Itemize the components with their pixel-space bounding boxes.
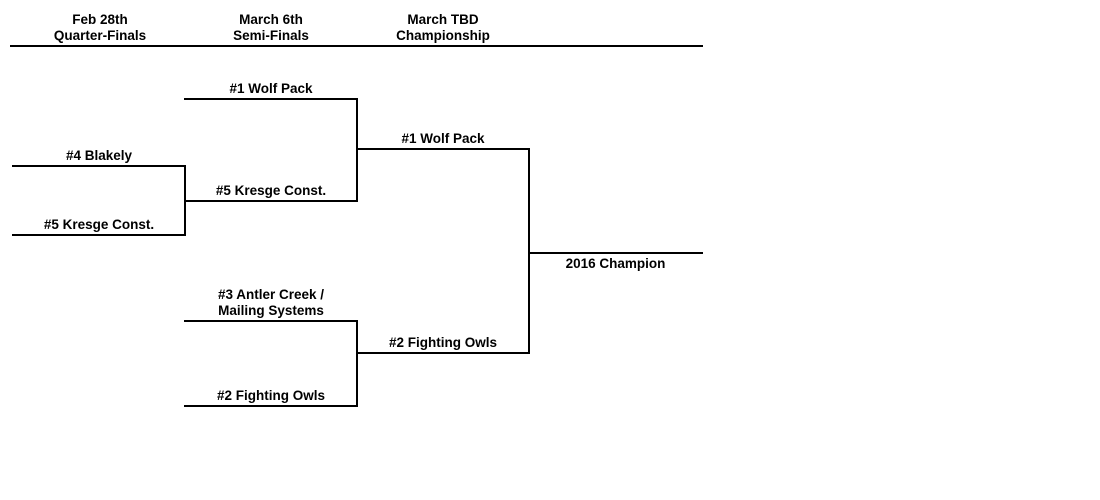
bracket-line-final-top bbox=[356, 148, 530, 150]
header-championship: March TBD Championship bbox=[356, 12, 530, 44]
bracket-line-qf-top bbox=[12, 165, 186, 167]
team-label-sf2-top: #3 Antler Creek / Mailing Systems bbox=[184, 287, 358, 319]
bracket-line-sf2-top bbox=[184, 320, 358, 322]
champion-label: 2016 Champion bbox=[565, 256, 666, 271]
header-underline bbox=[10, 45, 703, 47]
bracket-connector-sf1 bbox=[356, 98, 358, 202]
team-label-sf2-bottom: #2 Fighting Owls bbox=[216, 388, 325, 403]
header-round: Quarter-Finals bbox=[53, 28, 147, 43]
header-date: March 6th bbox=[239, 12, 303, 27]
header-date: Feb 28th bbox=[72, 12, 128, 27]
team-label-sf1-top: #1 Wolf Pack bbox=[229, 81, 313, 96]
bracket-line-sf1-top bbox=[184, 98, 358, 100]
bracket-line-qf-bottom bbox=[12, 234, 186, 236]
header-quarter-finals: Feb 28th Quarter-Finals bbox=[13, 12, 187, 44]
bracket-line-champion bbox=[528, 252, 703, 254]
team-label-qf-bottom: #5 Kresge Const. bbox=[43, 217, 155, 232]
bracket-connector-final bbox=[528, 148, 530, 354]
bracket-line-sf1-bottom bbox=[184, 200, 358, 202]
bracket-line-final-bottom bbox=[356, 352, 530, 354]
header-date: March TBD bbox=[407, 12, 479, 27]
team-label-sf1-bottom: #5 Kresge Const. bbox=[215, 183, 327, 198]
team-label-final-bottom: #2 Fighting Owls bbox=[388, 335, 497, 350]
team-label-qf-top: #4 Blakely bbox=[65, 148, 133, 163]
header-round: Championship bbox=[396, 28, 490, 43]
team-label-final-top: #1 Wolf Pack bbox=[401, 131, 485, 146]
team-label-sf2-top-line1: #3 Antler Creek / bbox=[217, 287, 325, 302]
header-semi-finals: March 6th Semi-Finals bbox=[184, 12, 358, 44]
bracket-connector-sf2 bbox=[356, 320, 358, 407]
header-round: Semi-Finals bbox=[233, 28, 309, 43]
bracket-line-sf2-bottom bbox=[184, 405, 358, 407]
team-label-sf2-top-line2: Mailing Systems bbox=[218, 303, 324, 318]
